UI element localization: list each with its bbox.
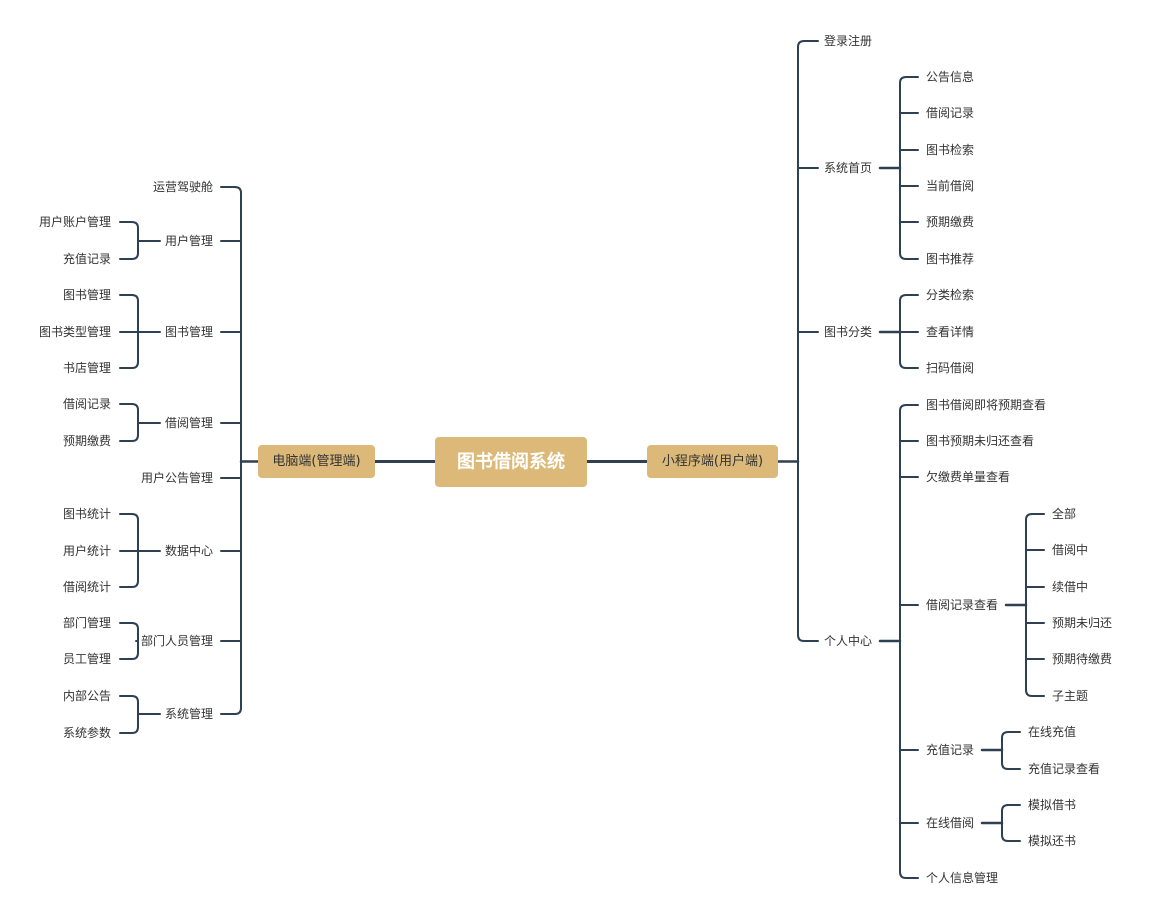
left-topic-3[interactable]: 借阅管理: [165, 415, 213, 430]
right-subtopic-3-5[interactable]: 在线借阅: [926, 816, 974, 830]
right-deep-bracket-3: [1025, 513, 1045, 697]
left-main-node[interactable]: 电脑端(管理端): [258, 445, 375, 478]
right-subtopic-3-0[interactable]: 图书借阅即将预期查看: [926, 398, 1046, 412]
root-node-box: [435, 437, 587, 487]
left-subtopic-2-0[interactable]: 图书管理: [63, 287, 111, 302]
right-deep-5-1[interactable]: 模拟还书: [1028, 834, 1076, 848]
left-subtopic-7-0[interactable]: 内部公告: [63, 688, 111, 703]
right-deep-4-1[interactable]: 充值记录查看: [1028, 761, 1100, 776]
right-subtopic-3-6[interactable]: 个人信息管理: [926, 870, 998, 885]
left-topic-7[interactable]: 系统管理: [165, 706, 213, 721]
left-main-node-label: 电脑端(管理端): [272, 454, 360, 469]
right-deep-4-0[interactable]: 在线充值: [1028, 724, 1076, 739]
left-subtopic-1-0[interactable]: 用户账户管理: [39, 214, 111, 229]
right-subtopic-1-1[interactable]: 借阅记录: [926, 106, 974, 120]
left-topic-2[interactable]: 图书管理: [165, 324, 213, 339]
left-spine: [220, 186, 242, 715]
left-subtopic-3-0[interactable]: 借阅记录: [63, 397, 111, 411]
right-subtopic-3-3[interactable]: 借阅记录查看: [926, 598, 998, 612]
right-subtopic-1-5[interactable]: 图书推荐: [926, 252, 974, 266]
left-subtopic-5-2[interactable]: 借阅统计: [63, 580, 111, 594]
right-deep-3-5[interactable]: 子主题: [1052, 689, 1088, 703]
right-deep-bracket-4: [1001, 731, 1021, 770]
right-deep-3-4[interactable]: 预期待缴费: [1052, 651, 1112, 666]
right-topic-3[interactable]: 个人中心: [824, 633, 872, 648]
right-topic-0[interactable]: 登录注册: [824, 33, 872, 48]
root-node-label: 图书借阅系统: [457, 451, 565, 473]
left-subtopic-6-0[interactable]: 部门管理: [63, 615, 111, 630]
left-topic-5[interactable]: 数据中心: [165, 543, 213, 558]
left-topic-6[interactable]: 部门人员管理: [141, 633, 213, 648]
right-subtopic-2-0[interactable]: 分类检索: [926, 287, 974, 302]
left-topic-4[interactable]: 用户公告管理: [141, 470, 213, 485]
left-sub-bracket-6: [119, 622, 139, 660]
left-sub-bracket-5: [119, 513, 139, 588]
right-subtopic-1-3[interactable]: 当前借阅: [926, 178, 974, 193]
right-deep-3-3[interactable]: 预期未归还: [1052, 616, 1112, 630]
left-topic-0[interactable]: 运营驾驶舱: [153, 179, 213, 194]
right-subtopic-3-1[interactable]: 图书预期未归还查看: [926, 434, 1034, 448]
right-topic-2[interactable]: 图书分类: [824, 325, 872, 339]
left-sub-bracket-2: [119, 294, 139, 369]
right-subtopic-2-2[interactable]: 扫码借阅: [926, 361, 974, 375]
left-subtopic-3-1[interactable]: 预期缴费: [63, 433, 111, 448]
right-deep-3-0[interactable]: 全部: [1052, 506, 1076, 521]
right-sub-bracket-3: [899, 404, 919, 879]
left-subtopic-2-1[interactable]: 图书类型管理: [39, 324, 111, 339]
left-sub-bracket-1: [119, 221, 139, 260]
right-spine: [797, 40, 819, 642]
right-main-node-box: [647, 445, 778, 478]
left-main-node-box: [258, 445, 375, 478]
right-subtopic-3-4[interactable]: 充值记录: [926, 742, 974, 757]
right-topic-1[interactable]: 系统首页: [824, 161, 872, 175]
right-sub-bracket-1: [899, 76, 919, 260]
right-subtopic-3-2[interactable]: 欠缴费单量查看: [926, 469, 1010, 484]
left-subtopic-7-1[interactable]: 系统参数: [63, 725, 111, 740]
right-main-node-label: 小程序端(用户端): [662, 453, 763, 469]
left-sub-bracket-3: [119, 403, 139, 442]
right-main-node[interactable]: 小程序端(用户端): [647, 445, 778, 478]
left-subtopic-6-1[interactable]: 员工管理: [63, 651, 111, 666]
right-subtopic-2-1[interactable]: 查看详情: [926, 324, 974, 339]
right-subtopic-1-2[interactable]: 图书检索: [926, 142, 974, 157]
left-sub-bracket-7: [119, 695, 139, 734]
left-subtopic-1-1[interactable]: 充值记录: [63, 251, 111, 266]
left-subtopic-2-2[interactable]: 书店管理: [63, 360, 111, 375]
right-deep-bracket-5: [1001, 804, 1021, 842]
connector-lines: [119, 40, 1045, 879]
right-deep-5-0[interactable]: 模拟借书: [1028, 798, 1076, 812]
right-deep-3-2[interactable]: 续借中: [1052, 579, 1088, 594]
right-sub-bracket-2: [899, 294, 919, 369]
right-subtopic-1-4[interactable]: 预期缴费: [926, 214, 974, 229]
right-subtopic-1-0[interactable]: 公告信息: [926, 69, 974, 84]
left-subtopic-5-0[interactable]: 图书统计: [63, 507, 111, 521]
left-topic-1[interactable]: 用户管理: [165, 233, 213, 248]
root-node[interactable]: 图书借阅系统: [435, 437, 587, 487]
left-subtopic-5-1[interactable]: 用户统计: [63, 543, 111, 558]
right-deep-3-1[interactable]: 借阅中: [1052, 542, 1088, 557]
